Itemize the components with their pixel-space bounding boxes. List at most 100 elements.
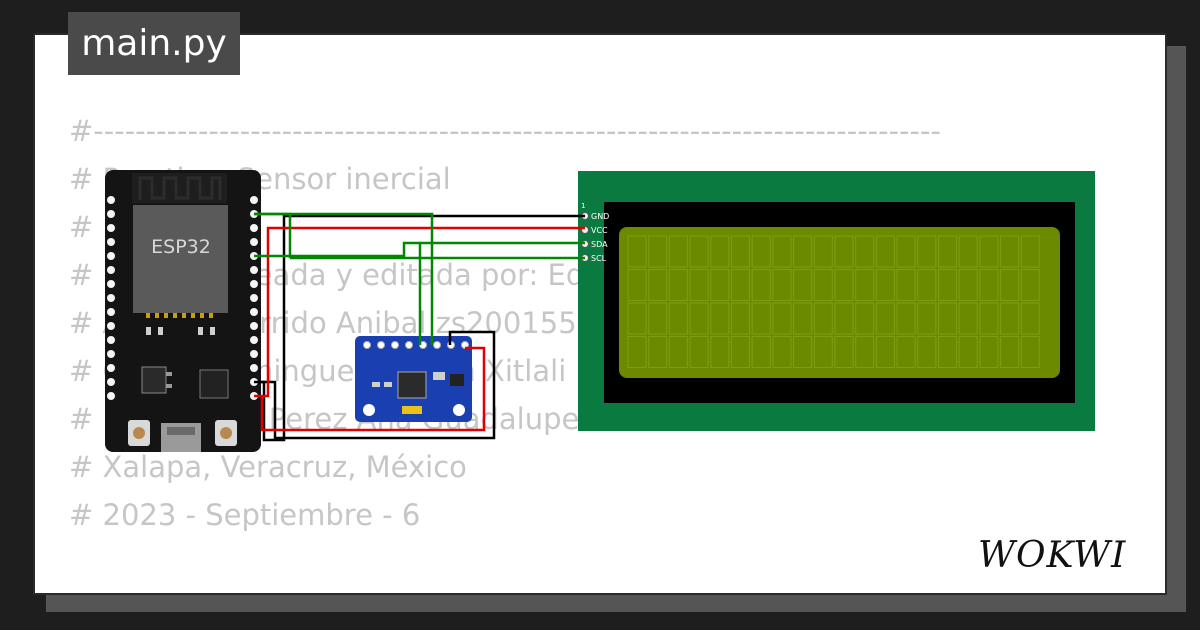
lcd-char-cell <box>668 235 688 268</box>
wokwi-logo: WOKWI <box>978 535 1126 576</box>
lcd-char-cell <box>710 235 730 268</box>
lcd-char-cell <box>855 235 875 268</box>
wire-vcc-mpu <box>260 346 486 432</box>
lcd-char-cell <box>731 235 750 268</box>
lcd-char-cell <box>648 235 668 268</box>
lcd-char-cell <box>627 302 647 335</box>
lcd-char-cell <box>772 235 792 268</box>
lcd-char-cell <box>813 235 833 268</box>
lcd-char-cell <box>1020 336 1040 368</box>
esp32-label: ESP32 <box>151 236 211 258</box>
lcd-char-cell <box>689 235 709 268</box>
lcd-char-cell <box>1020 269 1040 301</box>
lcd-char-cell <box>689 269 709 301</box>
lcd-char-cell <box>668 269 688 301</box>
lcd-char-cell <box>917 235 937 268</box>
code-line: #---------------------------------------… <box>69 114 941 148</box>
lcd-char-cell <box>958 269 978 301</box>
lcd-char-cell <box>958 235 978 268</box>
lcd-char-cell <box>917 336 937 368</box>
lcd-char-cell <box>648 269 668 301</box>
wires <box>254 212 585 442</box>
wokwi-logo-text: WOKWI <box>978 535 1126 576</box>
lcd-char-grid <box>627 235 1040 368</box>
lcd-char-cell <box>1000 336 1020 368</box>
lcd-char-cell <box>958 336 978 368</box>
lcd-display[interactable] <box>578 171 1095 431</box>
lcd-char-cell <box>627 336 647 368</box>
lcd-pin-index: 1 <box>581 202 585 210</box>
lcd-char-cell <box>793 235 813 268</box>
lcd-char-cell <box>813 269 833 301</box>
lcd-char-cell <box>813 336 833 368</box>
code-line: # <box>69 210 94 244</box>
lcd-char-cell <box>979 302 999 335</box>
wire-gnd-mpu <box>258 330 496 440</box>
lcd-char-cell <box>979 336 999 368</box>
lcd-char-cell <box>979 235 999 268</box>
code-line: # Xalapa, Veracruz, México <box>69 450 467 484</box>
lcd-pin-sda: SDA <box>591 240 608 249</box>
lcd-char-cell <box>751 302 771 335</box>
lcd-char-cell <box>731 302 750 335</box>
lcd-char-cell <box>772 302 792 335</box>
lcd-char-cell <box>917 302 937 335</box>
lcd-char-cell <box>1000 302 1020 335</box>
lcd-char-cell <box>896 235 916 268</box>
lcd-char-cell <box>917 269 937 301</box>
lcd-char-cell <box>875 336 895 368</box>
lcd-char-cell <box>710 336 730 368</box>
lcd-char-cell <box>793 302 813 335</box>
lcd-char-cell <box>689 336 709 368</box>
file-tab[interactable]: main.py <box>68 12 240 75</box>
lcd-char-cell <box>648 302 668 335</box>
lcd-char-cell <box>648 336 668 368</box>
lcd-char-cell <box>710 269 730 301</box>
lcd-char-cell <box>751 235 771 268</box>
lcd-char-cell <box>875 269 895 301</box>
lcd-char-cell <box>772 336 792 368</box>
lcd-char-cell <box>979 269 999 301</box>
lcd-char-cell <box>627 235 647 268</box>
lcd-pin-gnd: GND <box>591 212 609 221</box>
lcd-char-cell <box>834 269 854 301</box>
lcd-char-cell <box>1020 302 1040 335</box>
lcd-char-cell <box>896 269 916 301</box>
lcd-char-cell <box>834 235 854 268</box>
lcd-char-cell <box>751 336 771 368</box>
lcd-char-cell <box>855 336 875 368</box>
lcd-char-cell <box>1020 235 1040 268</box>
code-line: # 2023 - Septiembre - 6 <box>69 498 421 532</box>
lcd-char-cell <box>855 302 875 335</box>
lcd-char-cell <box>689 302 709 335</box>
lcd-char-cell <box>875 302 895 335</box>
lcd-char-cell <box>875 235 895 268</box>
esp32-board[interactable]: ESP32 <box>105 170 261 452</box>
lcd-char-cell <box>793 269 813 301</box>
lcd-char-cell <box>938 302 957 335</box>
lcd-pin-vcc: VCC <box>591 226 608 235</box>
lcd-char-cell <box>938 235 957 268</box>
lcd-char-cell <box>1000 269 1020 301</box>
lcd-char-cell <box>896 302 916 335</box>
lcd-char-cell <box>938 336 957 368</box>
wire-scl-lcd <box>254 212 585 260</box>
lcd-char-cell <box>793 336 813 368</box>
esp32-pins <box>107 196 258 400</box>
lcd-char-cell <box>958 302 978 335</box>
lcd-char-cell <box>668 302 688 335</box>
lcd-char-cell <box>896 336 916 368</box>
lcd-pin-scl: SCL <box>591 254 607 263</box>
lcd-char-cell <box>938 269 957 301</box>
lcd-char-cell <box>834 302 854 335</box>
lcd-char-cell <box>731 269 750 301</box>
wire-sda <box>254 241 422 345</box>
lcd-char-cell <box>668 336 688 368</box>
lcd-char-cell <box>627 269 647 301</box>
lcd-char-cell <box>1000 235 1020 268</box>
lcd-char-cell <box>834 336 854 368</box>
lcd-char-cell <box>772 269 792 301</box>
lcd-char-cell <box>751 269 771 301</box>
mpu6050-board[interactable] <box>355 336 472 422</box>
